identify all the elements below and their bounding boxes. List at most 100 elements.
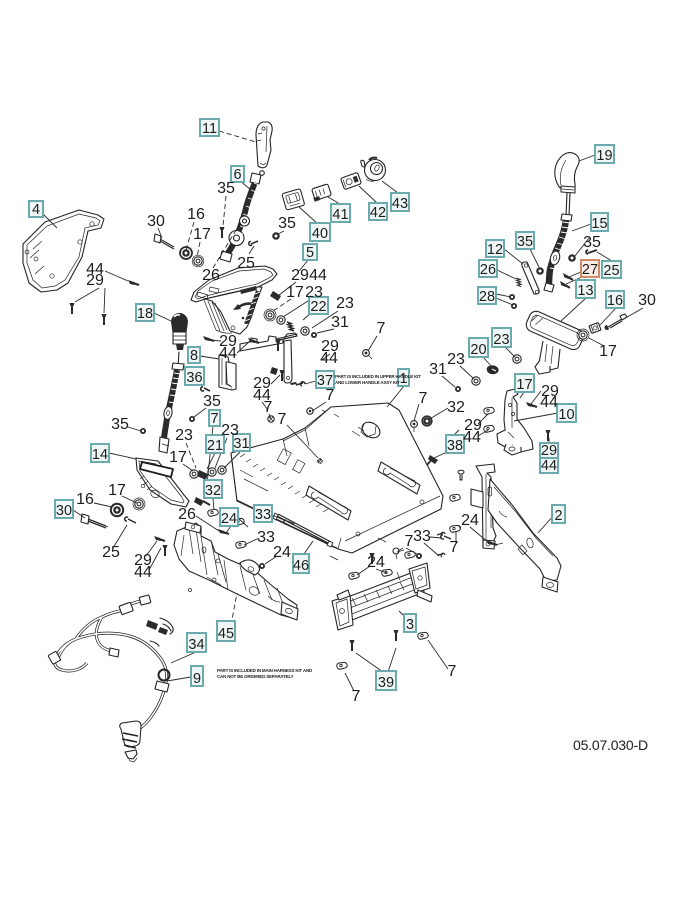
svg-text:44: 44: [134, 564, 152, 581]
svg-text:29: 29: [464, 417, 482, 434]
svg-text:8: 8: [190, 348, 198, 364]
svg-text:35: 35: [517, 234, 533, 250]
svg-text:31: 31: [331, 314, 349, 331]
svg-text:29: 29: [253, 375, 271, 392]
svg-text:34: 34: [188, 637, 204, 653]
svg-text:45: 45: [218, 626, 234, 642]
svg-text:36: 36: [186, 370, 202, 386]
svg-text:7: 7: [450, 539, 459, 556]
svg-text:28: 28: [479, 289, 495, 305]
svg-text:40: 40: [312, 226, 328, 242]
svg-text:35: 35: [203, 393, 221, 410]
svg-text:23: 23: [447, 351, 465, 368]
svg-text:29: 29: [541, 383, 559, 400]
svg-text:16: 16: [607, 293, 623, 309]
svg-text:24: 24: [461, 512, 479, 529]
svg-text:19: 19: [596, 148, 612, 164]
svg-text:32: 32: [205, 483, 221, 499]
svg-text:PART IS INCLUDED IN UPPER HAND: PART IS INCLUDED IN UPPER HANDLE KIT: [335, 374, 421, 379]
svg-text:AND LOWER HANDLE ASSY KIT: AND LOWER HANDLE ASSY KIT: [335, 380, 400, 385]
svg-text:35: 35: [111, 416, 129, 433]
svg-text:33: 33: [413, 528, 431, 545]
svg-text:26: 26: [480, 262, 496, 278]
svg-text:43: 43: [392, 196, 408, 212]
svg-text:44: 44: [463, 429, 481, 446]
svg-text:44: 44: [309, 267, 327, 284]
svg-text:39: 39: [378, 675, 394, 691]
svg-text:PART IS INCLUDED IN MAIN HARNE: PART IS INCLUDED IN MAIN HARNESS KIT AND: [217, 668, 313, 673]
svg-text:29: 29: [86, 272, 104, 289]
svg-text:44: 44: [320, 350, 338, 367]
svg-text:31: 31: [233, 436, 249, 452]
svg-text:7: 7: [326, 387, 335, 404]
svg-text:26: 26: [178, 506, 196, 523]
svg-text:7: 7: [377, 320, 386, 337]
svg-text:7: 7: [352, 688, 361, 705]
svg-text:05.07.030-D: 05.07.030-D: [573, 737, 648, 753]
svg-text:37: 37: [317, 373, 333, 389]
svg-text:30: 30: [638, 292, 656, 309]
svg-text:33: 33: [255, 507, 271, 523]
svg-text:16: 16: [76, 491, 94, 508]
svg-text:5: 5: [306, 245, 314, 261]
svg-text:18: 18: [137, 306, 153, 322]
svg-text:9: 9: [193, 671, 201, 687]
svg-text:30: 30: [56, 503, 72, 519]
svg-text:17: 17: [169, 449, 187, 466]
svg-text:7: 7: [419, 390, 428, 407]
svg-text:14: 14: [92, 447, 108, 463]
svg-text:22: 22: [310, 299, 326, 315]
svg-text:1: 1: [399, 371, 407, 387]
svg-text:29: 29: [291, 267, 309, 284]
svg-text:10: 10: [558, 407, 574, 423]
svg-text:44: 44: [541, 458, 557, 474]
svg-text:44: 44: [219, 345, 237, 362]
svg-text:7: 7: [210, 411, 218, 427]
svg-text:7: 7: [405, 533, 414, 550]
svg-text:24: 24: [367, 554, 385, 571]
svg-text:23: 23: [336, 295, 354, 312]
svg-text:29: 29: [321, 338, 339, 355]
svg-text:35: 35: [217, 180, 235, 197]
svg-text:23: 23: [493, 332, 509, 348]
svg-text:32: 32: [447, 399, 465, 416]
svg-text:15: 15: [591, 216, 607, 232]
svg-text:29: 29: [219, 333, 237, 350]
svg-text:30: 30: [147, 213, 165, 230]
svg-text:23: 23: [221, 422, 239, 439]
svg-text:29: 29: [134, 552, 152, 569]
svg-text:CAN NOT BE ORDERED SEPARATELY: CAN NOT BE ORDERED SEPARATELY: [217, 674, 294, 679]
svg-text:29: 29: [541, 443, 557, 459]
svg-text:3: 3: [406, 617, 414, 633]
svg-text:7: 7: [278, 411, 287, 428]
svg-text:24: 24: [273, 544, 291, 561]
svg-text:17: 17: [108, 482, 126, 499]
svg-text:21: 21: [207, 438, 223, 454]
svg-text:35: 35: [583, 234, 601, 251]
svg-text:46: 46: [293, 558, 309, 574]
svg-text:25: 25: [603, 263, 619, 279]
svg-text:23: 23: [175, 427, 193, 444]
svg-text:25: 25: [102, 544, 120, 561]
svg-text:25: 25: [237, 255, 255, 272]
svg-text:4: 4: [32, 202, 40, 218]
svg-text:31: 31: [429, 361, 447, 378]
svg-text:13: 13: [577, 283, 593, 299]
svg-text:7: 7: [264, 399, 273, 416]
svg-text:38: 38: [447, 438, 463, 454]
svg-text:33: 33: [257, 529, 275, 546]
svg-text:42: 42: [370, 205, 386, 221]
svg-text:17: 17: [599, 343, 617, 360]
svg-text:44: 44: [253, 387, 271, 404]
svg-text:7: 7: [448, 663, 457, 680]
svg-text:24: 24: [221, 511, 237, 527]
svg-text:2: 2: [554, 508, 562, 524]
svg-text:27: 27: [582, 262, 598, 278]
svg-text:23: 23: [305, 284, 323, 301]
svg-text:17: 17: [516, 377, 532, 393]
svg-text:16: 16: [187, 206, 205, 223]
svg-text:6: 6: [233, 167, 241, 183]
svg-text:44: 44: [540, 394, 558, 411]
svg-text:17: 17: [193, 226, 211, 243]
svg-text:20: 20: [470, 342, 486, 358]
